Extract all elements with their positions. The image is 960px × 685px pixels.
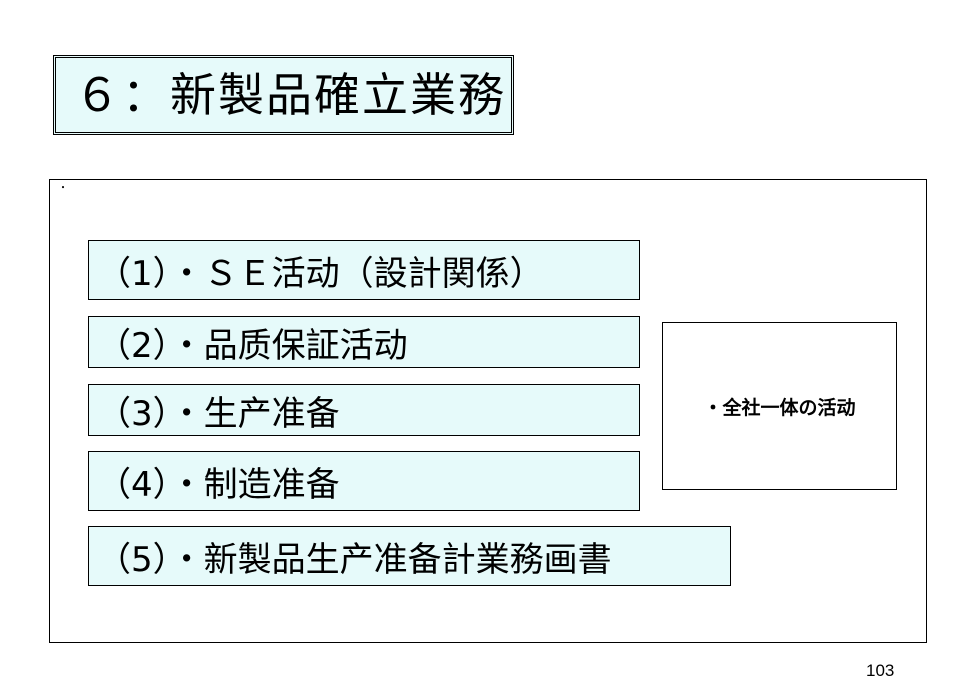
list-item-label: （3）・生产准备 — [97, 393, 340, 434]
list-item-label: （4）・制造准备 — [97, 464, 340, 505]
slide-title: ６：新製品確立業務 — [74, 68, 506, 122]
list-item-manufacturing-prep: （4）・制造准备 — [88, 451, 640, 511]
side-note-text: ・全社一体の活动 — [703, 396, 856, 419]
slide-title-box: ６：新製品確立業務 — [53, 55, 514, 135]
list-item-se-activity: （1）・ＳＥ活动（設計関係） — [88, 240, 640, 300]
side-note-box: ・全社一体の活动 — [662, 322, 897, 490]
list-item-label: （2）・品质保証活动 — [97, 325, 408, 366]
page-number: 103 — [866, 661, 895, 680]
list-item-quality-assurance: （2）・品质保証活动 — [88, 316, 640, 368]
frame-dot-mark: ・ — [58, 183, 68, 194]
list-item-production-prep: （3）・生产准备 — [88, 384, 640, 436]
list-item-new-product-plan: （5）・新製品生产准备計業務画書 — [88, 526, 731, 586]
list-item-label: （1）・ＳＥ活动（設計関係） — [97, 253, 544, 294]
list-item-label: （5）・新製品生产准备計業務画書 — [97, 539, 612, 580]
